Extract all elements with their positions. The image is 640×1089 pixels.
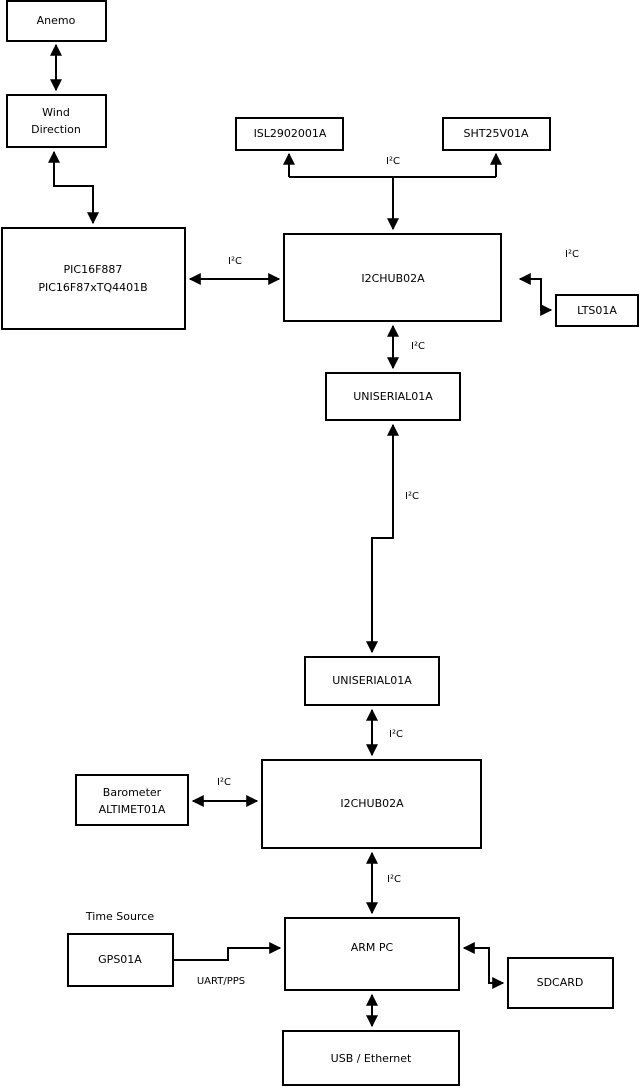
edge-label-gps-uart-pps: UART/PPS [197, 976, 245, 987]
link-uniserial-top-bottom [366, 423, 399, 654]
node-usb-ethernet[interactable]: USB / Ethernet [282, 1030, 460, 1086]
node-sdcard-box[interactable] [507, 957, 614, 1009]
node-i2chub02a-bottom-label: I2CHUB02A [340, 797, 404, 810]
node-i2chub02a-bottom[interactable]: I2CHUB02A [261, 759, 482, 849]
node-uniserial01a-top-box[interactable] [325, 372, 461, 421]
label-time-source: Time Source [85, 910, 154, 923]
node-i2chub02a-top-box[interactable] [283, 233, 502, 322]
edge-label-pic-hub-i2c: I²C [228, 256, 242, 267]
node-wind-direction[interactable]: Wind Direction [6, 94, 107, 148]
edge-label-uniserial-hub-bottom-i2c: I²C [389, 729, 403, 740]
link-wind-pic [48, 150, 99, 225]
node-sht25v01a-label: SHT25V01A [463, 127, 528, 140]
node-i2chub02a-top[interactable]: I2CHUB02A [283, 233, 502, 322]
edge-label-hub-uniserial-i2c: I²C [411, 341, 425, 352]
node-gps01a-label: GPS01A [98, 953, 142, 966]
node-sdcard-label: SDCARD [537, 976, 584, 989]
edge-label-hub-lts-i2c: I²C [565, 249, 579, 260]
edge-label-uniserial-link-i2c: I²C [405, 491, 419, 502]
link-armpc-sdcard [462, 942, 505, 989]
node-barometer-box[interactable] [75, 774, 189, 826]
edge-label-barometer-i2c: I²C [217, 777, 231, 788]
node-pic-mcu-label-line2: PIC16F87xTQ4401B [38, 281, 147, 294]
node-lts01a-box[interactable] [555, 294, 639, 327]
node-barometer-label-line1: Barometer [103, 786, 162, 799]
node-wind-direction-box[interactable] [6, 94, 107, 148]
edge-label-hub-armpc-i2c: I²C [387, 874, 401, 885]
node-gps01a[interactable]: GPS01A [67, 933, 174, 987]
node-pic-mcu-box[interactable] [1, 227, 186, 330]
node-barometer-label-line2: ALTIMET01A [99, 803, 166, 816]
node-i2chub02a-bottom-box[interactable] [261, 759, 482, 849]
node-uniserial01a-top[interactable]: UNISERIAL01A [325, 372, 461, 421]
node-lts01a-label: LTS01A [577, 304, 617, 317]
node-wind-direction-label-line2: Direction [31, 123, 81, 136]
node-pic-mcu-label-line1: PIC16F887 [64, 263, 123, 276]
node-anemo[interactable]: Anemo [6, 0, 107, 42]
node-uniserial01a-bottom-box[interactable] [304, 656, 440, 706]
node-isl2902001a[interactable]: ISL2902001A [235, 117, 344, 151]
node-usb-ethernet-label: USB / Ethernet [331, 1052, 412, 1065]
node-uniserial01a-top-label: UNISERIAL01A [353, 390, 433, 403]
node-uniserial01a-bottom[interactable]: UNISERIAL01A [304, 656, 440, 706]
node-uniserial01a-bottom-label: UNISERIAL01A [332, 674, 412, 687]
node-wind-direction-label-line1: Wind [42, 106, 70, 119]
node-barometer[interactable]: Barometer ALTIMET01A [75, 774, 189, 826]
link-gps-armpc [173, 942, 282, 961]
node-sdcard[interactable]: SDCARD [507, 957, 614, 1009]
node-sht25v01a[interactable]: SHT25V01A [442, 117, 551, 151]
node-anemo-box[interactable] [6, 0, 107, 42]
node-arm-pc-label: ARM PC [351, 941, 394, 954]
node-isl2902001a-box[interactable] [235, 117, 344, 151]
node-lts01a[interactable]: LTS01A [555, 294, 639, 327]
link-hub-top-lts [518, 273, 553, 316]
node-i2chub02a-top-label: I2CHUB02A [361, 272, 425, 285]
node-pic-mcu[interactable]: PIC16F887 PIC16F87xTQ4401B [1, 227, 186, 330]
edge-label-top-bus-i2c: I²C [386, 156, 400, 167]
node-sht25v01a-box[interactable] [442, 117, 551, 151]
node-usb-ethernet-box[interactable] [282, 1030, 460, 1086]
node-gps01a-box[interactable] [67, 933, 174, 987]
node-anemo-label: Anemo [37, 14, 76, 27]
node-arm-pc[interactable]: ARM PC [284, 917, 460, 991]
node-arm-pc-box[interactable] [284, 917, 460, 991]
node-isl2902001a-label: ISL2902001A [254, 127, 327, 140]
